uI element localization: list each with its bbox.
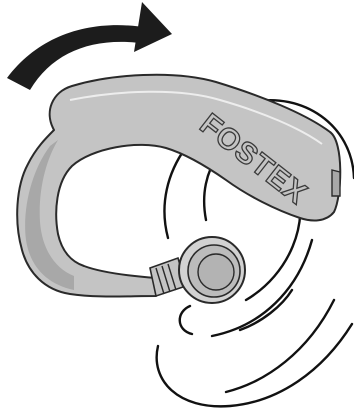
ear-tip-nozzle: [198, 254, 234, 290]
housing-side-button: [332, 170, 340, 196]
ear-tip: [179, 237, 245, 303]
ear-lobe-inner: [226, 300, 334, 392]
rotation-arrow-head: [134, 2, 172, 52]
ear-lobe: [157, 324, 352, 406]
ear-tragus-curl: [180, 306, 192, 334]
